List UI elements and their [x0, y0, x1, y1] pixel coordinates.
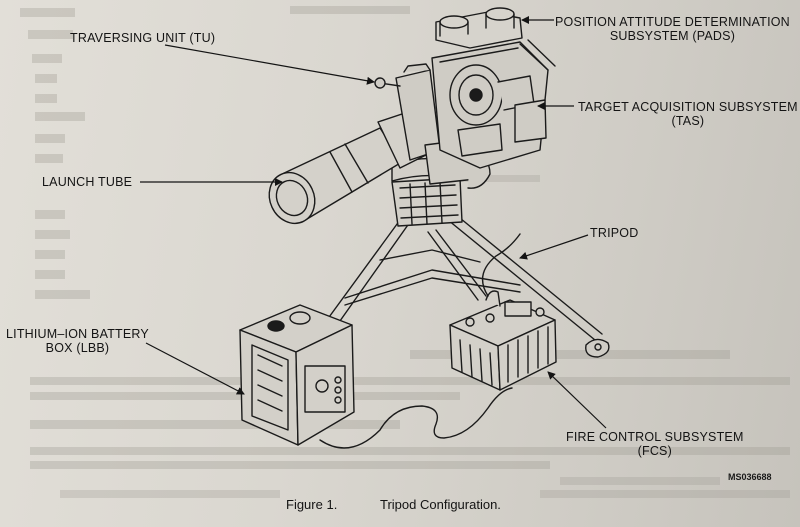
arrow-fcs	[547, 371, 607, 429]
label-traversing-unit: TRAVERSING UNIT (TU)	[70, 31, 216, 45]
arrow-lbb	[145, 342, 245, 395]
label-lbb-line2: BOX (LBB)	[45, 341, 110, 355]
cable	[319, 387, 513, 449]
label-tas-line1: TARGET ACQUISITION SUBSYSTEM	[578, 100, 798, 114]
label-fcs-line1: FIRE CONTROL SUBSYSTEM	[566, 430, 744, 444]
label-fcs-line2: (FCS)	[637, 444, 672, 458]
battery-box	[239, 304, 355, 446]
tripod-legs	[304, 213, 610, 358]
label-launch-tube: LAUNCH TUBE	[42, 175, 133, 189]
arrow-tripod	[519, 234, 589, 260]
label-pads-line1: POSITION ATTITUDE DETERMINATION	[555, 15, 790, 29]
label-fcs: FIRE CONTROL SUBSYSTEM (FCS)	[566, 430, 744, 458]
fcs-box	[449, 290, 557, 391]
label-lbb: LITHIUM–ION BATTERY BOX (LBB)	[6, 327, 149, 355]
figure-caption: Tripod Configuration.	[380, 497, 501, 512]
drawing-code: MS036688	[728, 472, 772, 482]
label-tas-line2: (TAS)	[671, 114, 705, 128]
label-pads-line2: SUBSYSTEM (PADS)	[609, 29, 736, 43]
tas-body	[431, 39, 556, 169]
label-tripod: TRIPOD	[590, 226, 639, 240]
traversing-unit	[374, 63, 491, 189]
figure-number: Figure 1.	[286, 497, 338, 512]
pads-unit	[435, 7, 523, 49]
label-pads: POSITION ATTITUDE DETERMINATION SUBSYSTE…	[555, 15, 790, 43]
arrow-tu	[164, 44, 375, 85]
label-tas: TARGET ACQUISITION SUBSYSTEM (TAS)	[578, 100, 798, 128]
label-lbb-line1: LITHIUM–ION BATTERY	[6, 327, 149, 341]
